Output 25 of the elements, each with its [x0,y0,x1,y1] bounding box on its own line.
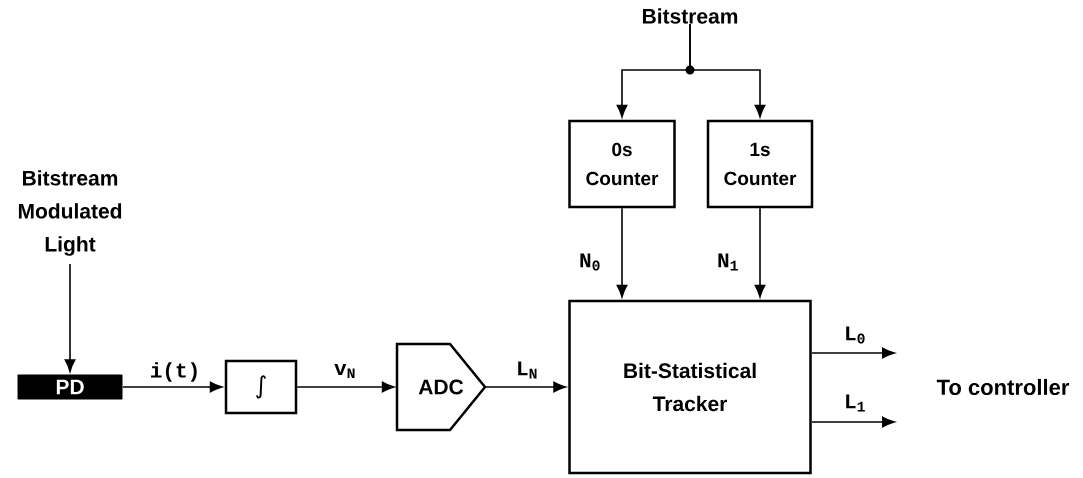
arrow [689,23,766,118]
edge-label: L$_{1}$ [846,394,865,412]
photodiode-block: PD [17,374,123,400]
output-label: To controller [936,378,1070,396]
tracker-box: Bit-Statistical Tracker [568,299,812,475]
arrow [296,381,395,393]
integrator-box: ∫ [224,359,298,415]
edge-label: v$_{N}$ [334,363,355,379]
edge-label: N$_{0}$ [580,253,600,271]
arrow [810,416,895,428]
counter-box: 0s Counter [568,119,676,209]
edge-label: L$_{0}$ [846,326,865,344]
edge-label: L$_{N}$ [518,361,537,379]
arrow [64,263,76,372]
counter-box: 1s Counter [706,119,814,209]
edge-label: i(t) [151,362,197,382]
arrow [616,207,628,298]
arrow [754,207,766,298]
arrow [121,381,223,393]
bitstream-label: Bitstream [643,8,738,24]
adc-block: ADC [395,342,487,432]
edge-label: N$_{1}$ [718,253,738,271]
arrow [484,381,566,393]
light-input-label: Bitstream Modulated Light [18,170,122,256]
arrow [810,347,895,359]
